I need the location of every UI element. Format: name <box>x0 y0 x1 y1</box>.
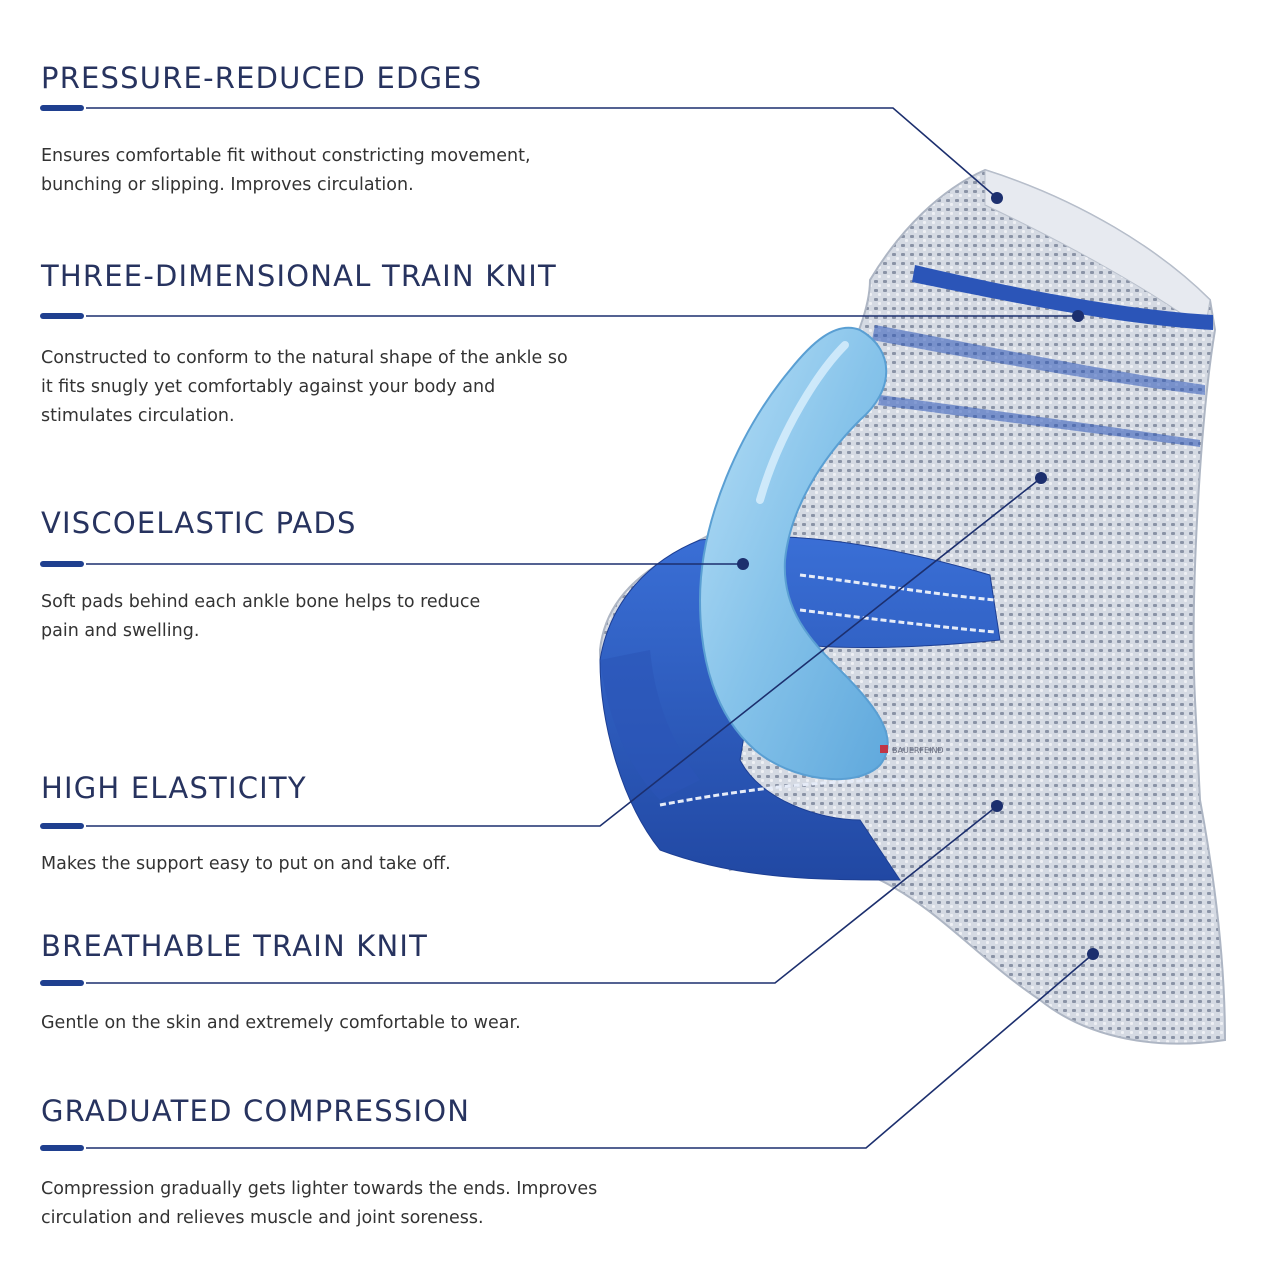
feature-description: bunching or slipping. Improves circulati… <box>41 175 414 195</box>
feature-title: BREATHABLE TRAIN KNIT <box>41 929 429 963</box>
cuff-stripe <box>872 325 1205 395</box>
leader-dot <box>1035 472 1047 484</box>
viscoelastic-pad <box>698 326 889 781</box>
heading-accent-bar <box>40 313 84 319</box>
feature-description: Constructed to conform to the natural sh… <box>41 348 568 368</box>
feature-title: PRESSURE-REDUCED EDGES <box>41 61 483 95</box>
heading-accent-bar <box>40 980 84 986</box>
heading-accent-bar <box>40 1145 84 1151</box>
leader-line-pressure-edges <box>86 107 998 199</box>
feature-title: VISCOELASTIC PADS <box>41 506 357 540</box>
feature-title: THREE-DIMENSIONAL TRAIN KNIT <box>41 259 557 293</box>
leader-dot <box>991 800 1003 812</box>
leader-dot <box>737 558 749 570</box>
feature-description: Soft pads behind each ankle bone helps t… <box>41 592 481 612</box>
leader-dot <box>1072 310 1084 322</box>
feature-description: it fits snugly yet comfortably against y… <box>41 377 496 397</box>
strap-seam <box>799 573 996 602</box>
feature-viscoelastic-pads: VISCOELASTIC PADS Soft pads behind each … <box>41 505 681 646</box>
heading-accent-bar <box>40 823 84 829</box>
feature-description: stimulates circulation. <box>41 406 235 426</box>
feature-description: Gentle on the skin and extremely comfort… <box>41 1013 521 1033</box>
leader-line-high-elasticity <box>86 477 1042 827</box>
feature-description: circulation and relieves muscle and join… <box>41 1208 484 1228</box>
feature-graduated-compression: GRADUATED COMPRESSION Compression gradua… <box>41 1093 681 1233</box>
cuff-stripe <box>912 265 1213 330</box>
leader-lines <box>86 107 1094 1149</box>
strap-seam <box>799 608 996 634</box>
feature-description: Ensures comfortable fit without constric… <box>41 146 531 166</box>
leader-line-graduated-compression <box>86 953 1094 1149</box>
cuff-stripe <box>878 395 1200 447</box>
brand-logo: BAUERFEIND <box>892 746 944 755</box>
strap-seam <box>659 778 906 807</box>
feature-pressure-reduced-edges: PRESSURE-REDUCED EDGES Ensures comfortab… <box>41 60 681 200</box>
feature-title: HIGH ELASTICITY <box>41 771 307 805</box>
leader-dot <box>991 192 1003 204</box>
ankle-brace-product: BAUERFEIND <box>598 168 1227 1045</box>
feature-three-dimensional-train-knit: THREE-DIMENSIONAL TRAIN KNIT Constructed… <box>41 258 681 431</box>
leader-dots <box>737 192 1099 960</box>
feature-high-elasticity: HIGH ELASTICITY Makes the support easy t… <box>41 770 681 879</box>
leader-dot <box>1087 948 1099 960</box>
brand-logo-mark <box>880 745 888 753</box>
feature-title: GRADUATED COMPRESSION <box>41 1094 471 1128</box>
heading-accent-bar <box>40 105 84 111</box>
feature-description: pain and swelling. <box>41 621 200 641</box>
heel-band <box>600 650 700 800</box>
feature-description: Compression gradually gets lighter towar… <box>41 1179 598 1199</box>
heading-accent-bar <box>40 561 84 567</box>
leader-line-breathable-knit <box>86 805 998 984</box>
pad-highlight <box>756 341 849 504</box>
feature-breathable-train-knit: BREATHABLE TRAIN KNIT Gentle on the skin… <box>41 928 681 1038</box>
feature-description: Makes the support easy to put on and tak… <box>41 854 451 874</box>
